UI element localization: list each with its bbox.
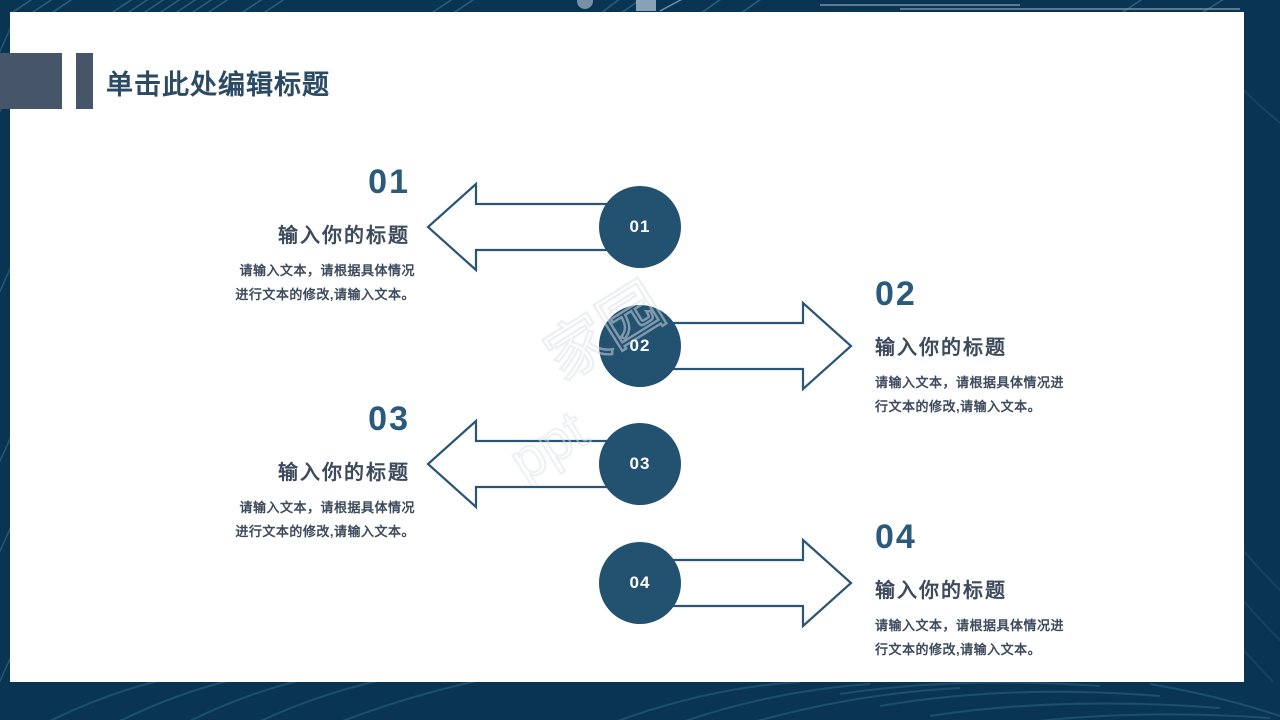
- arrow-shape-01: [426, 181, 629, 273]
- arrow-shape-04: [650, 537, 853, 629]
- step-body-line-01b: 进行文本的修改,请输入文本。: [235, 287, 415, 303]
- step-circle-label-04: 04: [629, 573, 651, 592]
- step-circle-label-01: 01: [629, 217, 651, 236]
- header-accent-block: [0, 53, 62, 109]
- step-body-line-04b: 行文本的修改,请输入文本。: [875, 642, 1042, 658]
- step-circle-label-03: 03: [629, 454, 651, 473]
- step-circle-03[interactable]: 03: [599, 423, 681, 505]
- step-title-03: 输入你的标题: [278, 462, 410, 484]
- header-accent-bar: [76, 53, 93, 109]
- top-decoration-band: [0, 0, 1280, 12]
- page-title: 单击此处编辑标题: [106, 70, 330, 100]
- step-title-04: 输入你的标题: [875, 580, 1007, 602]
- step-circle-04[interactable]: 04: [599, 542, 681, 624]
- step-number-01: 01: [368, 163, 410, 201]
- step-body-line-02a: 请输入文本，请根据具体情况进: [875, 375, 1065, 390]
- step-number-02: 02: [875, 275, 917, 313]
- step-title-02: 输入你的标题: [875, 337, 1007, 359]
- step-number-04: 04: [875, 518, 917, 556]
- step-body-line-01a: 请输入文本，请根据具体情况: [239, 263, 415, 278]
- right-decoration-band: [1244, 0, 1280, 720]
- step-circle-02[interactable]: 02: [599, 305, 681, 387]
- step-body-01: 请输入文本，请根据具体情况 进行文本的修改,请输入文本。: [110, 259, 415, 307]
- bottom-decoration-band: [0, 682, 1280, 720]
- step-body-line-03a: 请输入文本，请根据具体情况: [239, 500, 415, 515]
- step-body-04: 请输入文本，请根据具体情况进 行文本的修改,请输入文本。: [875, 614, 1175, 662]
- step-body-03: 请输入文本，请根据具体情况 进行文本的修改,请输入文本。: [110, 496, 415, 544]
- step-body-02: 请输入文本，请根据具体情况进 行文本的修改,请输入文本。: [875, 371, 1175, 419]
- step-circle-label-02: 02: [629, 336, 651, 355]
- step-body-line-03b: 进行文本的修改,请输入文本。: [235, 524, 415, 540]
- step-number-03: 03: [368, 400, 410, 438]
- step-title-01: 输入你的标题: [278, 225, 410, 247]
- step-body-line-04a: 请输入文本，请根据具体情况进: [875, 618, 1065, 633]
- step-body-line-02b: 行文本的修改,请输入文本。: [875, 399, 1042, 415]
- arrow-shape-02: [650, 300, 853, 392]
- arrow-shape-03: [426, 418, 629, 510]
- step-circle-01[interactable]: 01: [599, 186, 681, 268]
